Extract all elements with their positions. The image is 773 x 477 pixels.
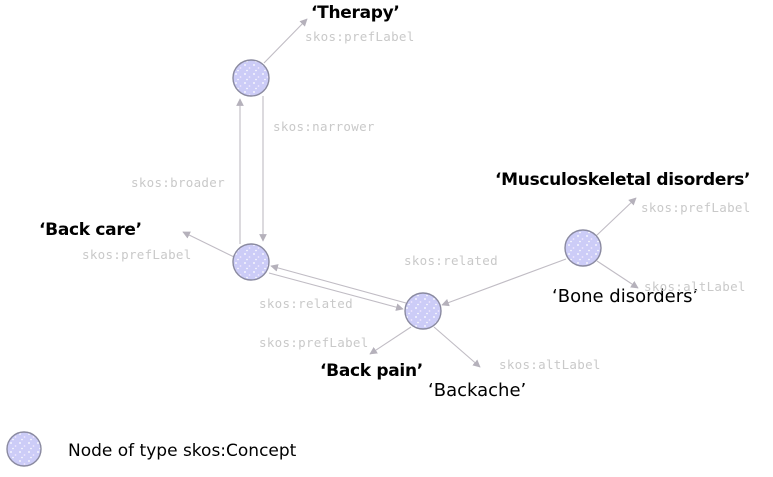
property-label-related-left: skos:related (259, 296, 353, 311)
property-label-therapy-preflabel: skos:prefLabel (305, 29, 415, 44)
edge-backpain-related-backcare (270, 264, 407, 304)
concept-node-therapy[interactable] (232, 59, 270, 97)
edge-musculo-related-backpain (441, 258, 567, 307)
concept-label-musculoskeletal-disorders: ‘Musculoskeletal disorders’ (495, 170, 751, 190)
edge-backcare-preflabel (182, 231, 235, 258)
edge-musculo-altlabel (596, 260, 639, 289)
concept-node-musculoskeletal-disorders[interactable] (564, 229, 602, 267)
edge-musculo-preflabel (595, 197, 637, 237)
concept-node-back-pain[interactable] (404, 292, 442, 330)
edge-backpain-altlabel (433, 326, 481, 368)
property-label-backpain-altlabel: skos:altLabel (499, 357, 601, 372)
edge-therapy-preflabel (263, 18, 308, 64)
legend-label: Node of type skos:Concept (68, 441, 297, 461)
concept-label-back-pain: ‘Back pain’ (320, 361, 423, 381)
concept-label-back-care: ‘Back care’ (39, 220, 142, 240)
concept-node-back-care[interactable] (232, 243, 270, 281)
edge-backcare-related-backpain (268, 272, 404, 311)
property-label-narrower: skos:narrower (273, 119, 375, 134)
property-label-backpain-preflabel: skos:prefLabel (259, 335, 369, 350)
property-label-musculo-preflabel: skos:prefLabel (641, 200, 751, 215)
property-label-broader: skos:broader (131, 175, 225, 190)
property-label-backcare-preflabel: skos:prefLabel (82, 247, 192, 262)
concept-label-therapy: ‘Therapy’ (311, 3, 400, 23)
concept-label-bone-disorders: ‘Bone disorders’ (552, 286, 699, 307)
concept-label-backache: ‘Backache’ (428, 380, 527, 401)
property-label-related-right: skos:related (404, 253, 498, 268)
edge-backpain-preflabel (369, 326, 412, 355)
legend-node-marker (6, 431, 42, 467)
property-label-musculo-altlabel: skos:altLabel (644, 279, 746, 294)
